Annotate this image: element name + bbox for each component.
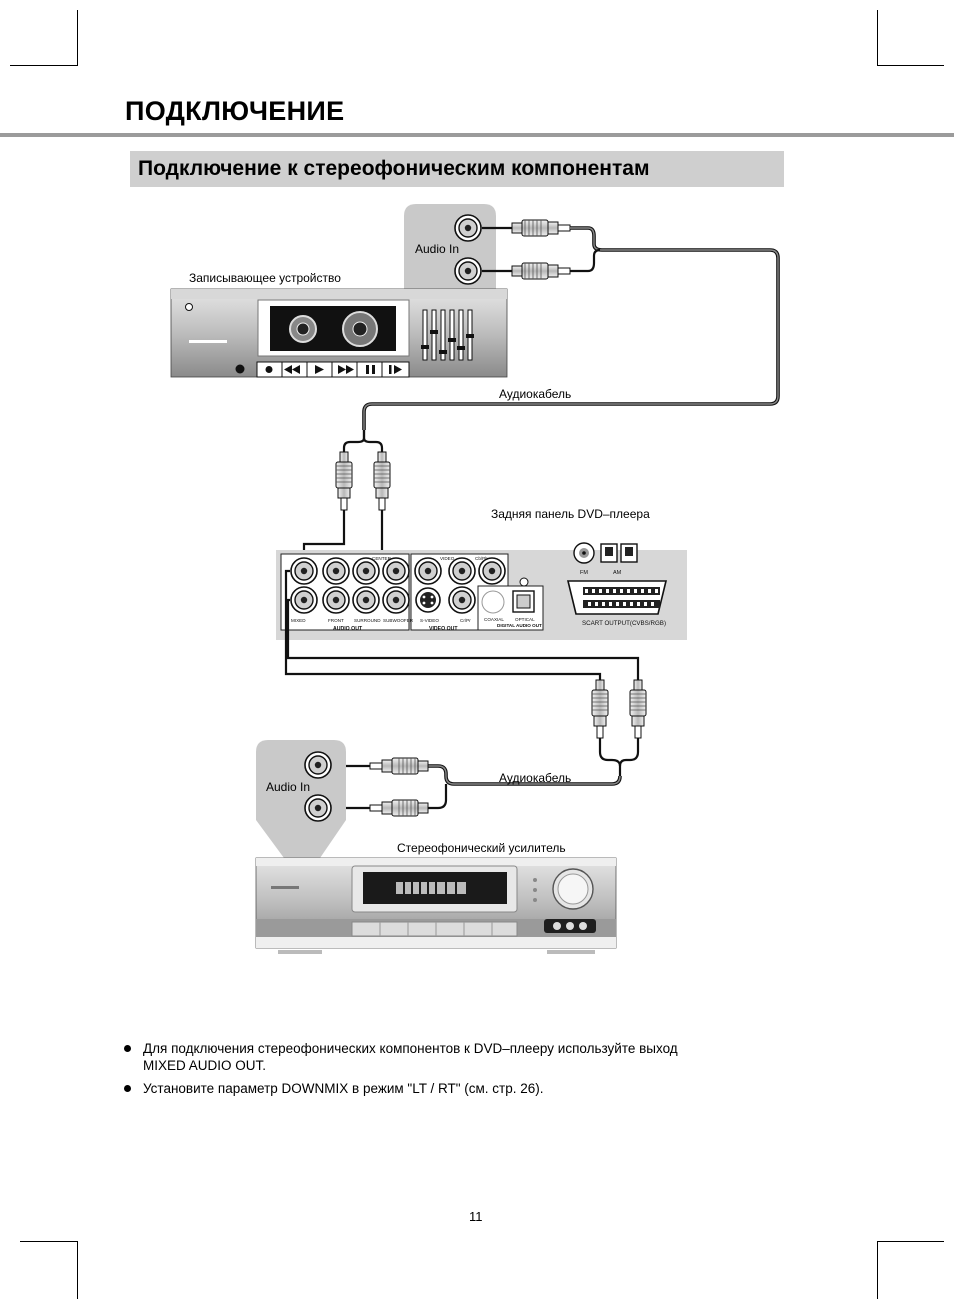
rca-plug-icon bbox=[629, 679, 647, 739]
label-cr-pr: Cr/Pr bbox=[460, 618, 471, 623]
bullet-icon bbox=[124, 1045, 131, 1052]
label-am: AM bbox=[613, 570, 622, 576]
amplifier-label: Стереофонический усилитель bbox=[397, 841, 566, 855]
audio-cable-label-top: Аудиокабель bbox=[499, 387, 572, 401]
label-video: VIDEO bbox=[440, 556, 455, 561]
crop-mark bbox=[877, 10, 878, 66]
rca-plug-icon bbox=[511, 219, 571, 237]
label-front: FRONT bbox=[328, 618, 344, 623]
crop-mark bbox=[877, 1241, 878, 1299]
mixed-audio-out-jack-r bbox=[290, 586, 318, 614]
title-divider bbox=[0, 133, 954, 137]
label-scart: SCART OUTPUT(CVBS/RGB) bbox=[582, 620, 666, 627]
crop-mark bbox=[10, 65, 78, 66]
label-video-out: VIDEO OUT bbox=[429, 626, 458, 632]
recorder-audio-in-label: Audio In bbox=[415, 242, 460, 256]
scart-connector bbox=[566, 580, 668, 615]
recorder-audio-in-jack-l bbox=[454, 214, 482, 242]
crop-mark bbox=[77, 10, 78, 66]
label-coaxial: COAXIAL bbox=[484, 617, 504, 622]
label-mixed: MIXED bbox=[291, 618, 306, 623]
crop-mark bbox=[877, 65, 944, 66]
mixed-audio-out-jack-l bbox=[290, 557, 318, 585]
note-text: Установите параметр DOWNMIX в режим "LT … bbox=[143, 1081, 544, 1096]
crop-mark bbox=[77, 1241, 78, 1299]
amplifier-audio-in-jack-r bbox=[304, 794, 332, 822]
label-audio-out: AUDIO OUT bbox=[333, 626, 363, 632]
note-item: Установите параметр DOWNMIX в режим "LT … bbox=[124, 1080, 684, 1097]
page-title: ПОДКЛЮЧЕНИЕ bbox=[125, 96, 345, 126]
label-subwoofer: SUBWOOFER bbox=[383, 618, 414, 623]
page-number: 11 bbox=[469, 1209, 483, 1224]
label-center: CENTER bbox=[372, 556, 392, 561]
amplifier-input-bubble bbox=[256, 740, 346, 858]
rca-plug-icon bbox=[373, 451, 391, 511]
bullet-icon bbox=[124, 1085, 131, 1092]
section-title: Подключение к стереофоническим компонент… bbox=[138, 157, 650, 180]
section-header-box bbox=[130, 151, 784, 187]
recorder-audio-in-jack-r bbox=[454, 257, 482, 285]
label-s-video: S-VIDEO bbox=[420, 618, 439, 623]
rca-plug-icon bbox=[335, 451, 353, 511]
label-digital-audio-out: DIGITAL AUDIO OUT bbox=[497, 623, 542, 628]
rca-plug-icon bbox=[591, 679, 609, 739]
label-optical: OPTICAL bbox=[515, 617, 535, 622]
crop-mark bbox=[20, 1241, 78, 1242]
amplifier-audio-in-label: Audio In bbox=[266, 780, 311, 794]
amplifier-audio-in-jack-l bbox=[304, 751, 332, 779]
rca-plug-icon bbox=[369, 757, 429, 775]
dvd-rear-panel-label: Задняя панель DVD–плеера bbox=[491, 507, 650, 521]
crop-mark bbox=[877, 1241, 944, 1242]
recorder-label: Записывающее устройство bbox=[189, 271, 341, 285]
rca-plug-icon bbox=[369, 799, 429, 817]
label-fm: FM bbox=[580, 570, 588, 576]
label-cb-pb: Cb/Pb bbox=[475, 556, 488, 561]
note-item: Для подключения стереофонических компоне… bbox=[124, 1040, 684, 1074]
label-surround: SURROUND bbox=[354, 618, 381, 623]
note-text: Для подключения стереофонических компоне… bbox=[143, 1041, 678, 1073]
rca-plug-icon bbox=[511, 262, 571, 280]
audio-cable-label-bottom: Аудиокабель bbox=[499, 771, 572, 785]
